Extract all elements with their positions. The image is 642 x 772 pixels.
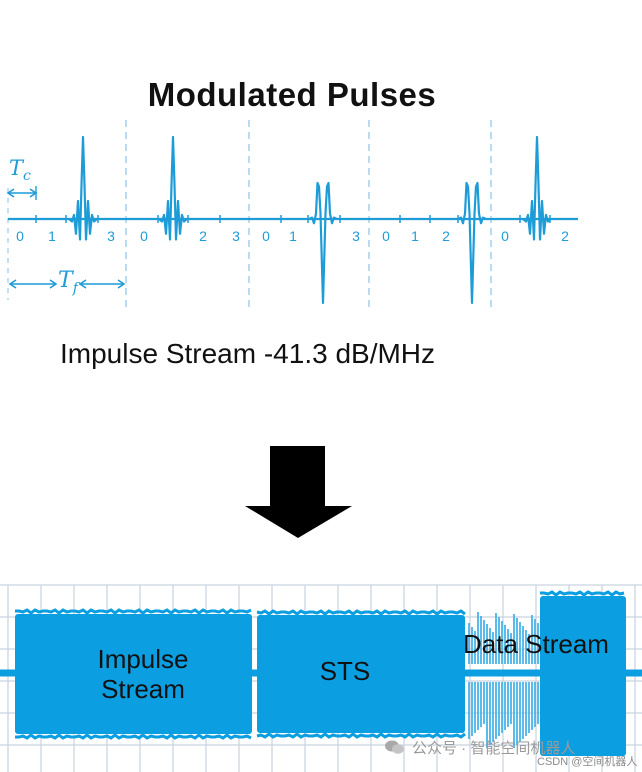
data-stream-block (540, 596, 626, 756)
tc-label: Tc (9, 156, 31, 185)
impulse-stream-label: Impulse Stream (97, 644, 189, 704)
chip-label-f1-2: 1 (48, 228, 56, 244)
tc-arrow (6, 188, 38, 198)
sts-block-top-edge (256, 609, 466, 616)
chip-labels: 0 1 3 0 2 3 0 1 3 0 1 2 0 2 (16, 215, 569, 244)
watermark-sub: CSDN @空间机器人 (537, 756, 638, 768)
tf-label: Tf (58, 268, 78, 297)
sts-block-bottom-edge (256, 732, 466, 739)
chip-label-f4-3: 2 (442, 228, 450, 244)
data-block-top-edge (540, 590, 625, 597)
down-arrow-icon (245, 446, 352, 538)
tf-arrow-right-part-head-right (117, 279, 126, 289)
signal-blocks (15, 590, 626, 756)
pulse-3 (308, 181, 338, 305)
chip-label-f4-1: 0 (382, 228, 390, 244)
chip-label-f1-1: 0 (16, 228, 24, 244)
watermark-main: 公众号 · 智能空间机器人 (412, 740, 576, 757)
chip-label-f2-2: 2 (199, 228, 207, 244)
sts-label: STS (319, 656, 371, 686)
impulse-block-top-edge (15, 608, 252, 615)
pulse-5 (522, 135, 552, 241)
pulse-waveforms (68, 135, 552, 305)
chip-label-f2-1: 0 (140, 228, 148, 244)
frame-guides (7, 120, 492, 312)
arrow-head (245, 506, 352, 538)
arrow-shaft (270, 446, 325, 508)
diagram-title: Modulated Pulses (147, 76, 437, 113)
data-stream-burst (468, 612, 539, 748)
chip-label-f3-2: 1 (289, 228, 297, 244)
impulse-block-bottom-edge (15, 733, 252, 740)
pulse-4 (457, 181, 487, 305)
pulse-2 (158, 135, 188, 241)
chip-label-f2-3: 3 (232, 228, 240, 244)
tf-arrow-left-part-head-left (8, 279, 17, 289)
chip-label-f4-2: 1 (411, 228, 419, 244)
chip-label-f3-1: 0 (262, 228, 270, 244)
tf-arrow-left-part (8, 279, 58, 289)
tf-arrow-left-part-head-right (49, 279, 58, 289)
chip-label-f5-2: 2 (561, 228, 569, 244)
wechat-icon (385, 740, 404, 754)
impulse-stream-block (15, 614, 252, 734)
chip-label-f5-1: 0 (501, 228, 509, 244)
tf-arrow-right-part-head-left (78, 279, 87, 289)
tf-arrow-right-part (78, 279, 126, 289)
data-stream-label: Data Stream (463, 629, 609, 659)
timing-markers (6, 186, 126, 289)
impulse-stream-caption: Impulse Stream -41.3 dB/MHz (60, 338, 436, 369)
sts-block (257, 615, 465, 733)
pulse-1 (68, 135, 98, 241)
tc-arrow-head-left (6, 188, 15, 198)
chip-label-f1-3: 3 (107, 228, 115, 244)
chip-label-f3-3: 3 (352, 228, 360, 244)
